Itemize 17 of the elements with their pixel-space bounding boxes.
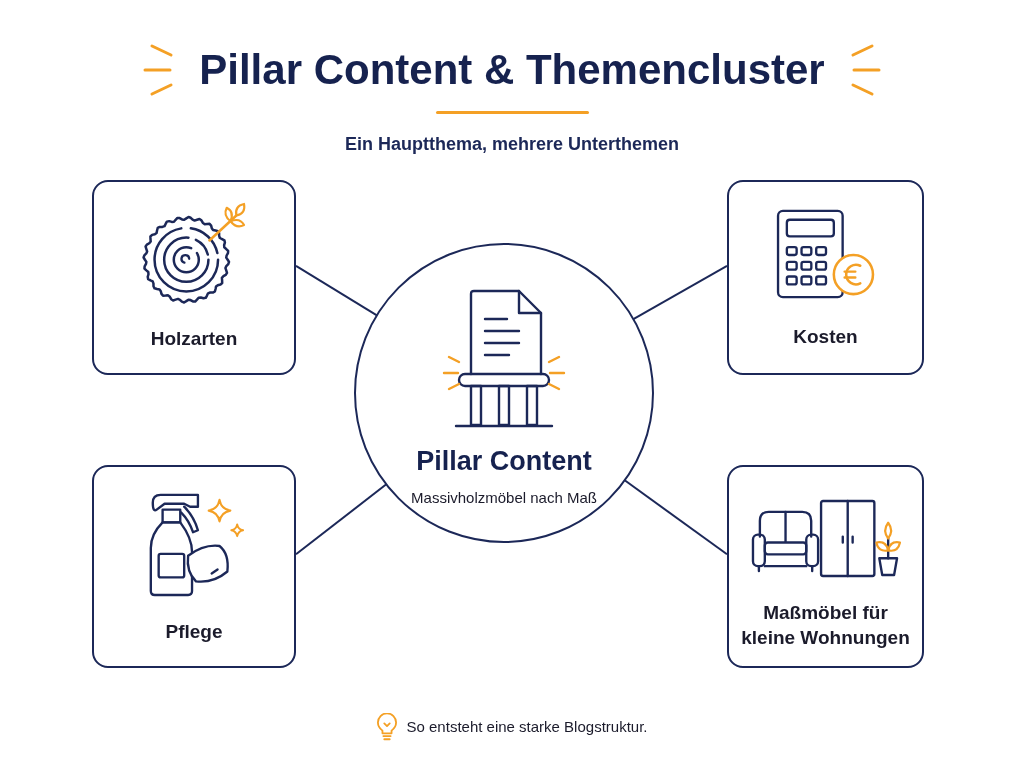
node-label: Maßmöbel für kleine Wohnungen [741,601,910,650]
subtitle: Ein Hauptthema, mehrere Unterthemen [344,133,680,155]
topic-card [727,465,924,668]
node-subtitle: Massivholzmöbel nach Maß [411,489,597,507]
title: Pillar Content & Themencluster [198,45,826,95]
connector-line [632,264,728,321]
connector-line [295,264,378,317]
topic-card [92,465,296,668]
node-title: Pillar Content [416,445,592,477]
footnote: So entsteht eine starke Blogstruktur. [406,717,648,737]
node-label: Holzarten [150,327,238,351]
topic-card [727,180,924,375]
connector-line [623,479,728,556]
node-label: Kosten [793,325,858,349]
connector-line [295,483,388,556]
topic-card [92,180,296,375]
node-label: Pflege [165,620,223,644]
